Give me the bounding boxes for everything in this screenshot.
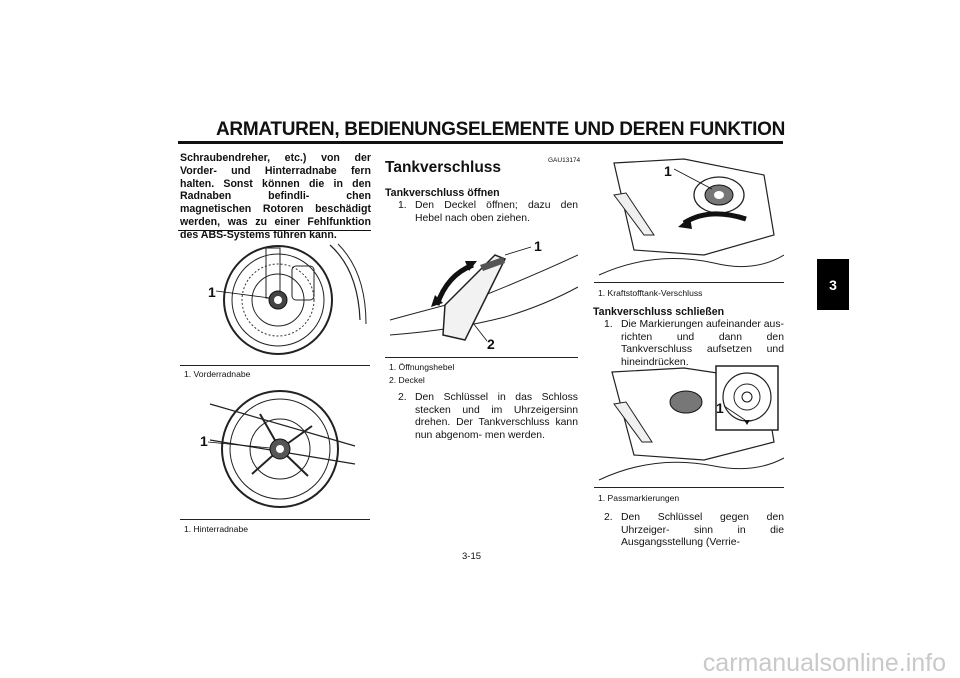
- fuel-tank-cap-figure: [594, 155, 784, 283]
- section-title: Tankverschluss: [385, 159, 502, 176]
- step-item: 2. Den Schlüssel in das Schloss stecken …: [398, 392, 578, 442]
- step-item: 2. Den Schlüssel gegen den Uhrzeiger- si…: [604, 512, 784, 550]
- figure-callout-2: 2: [487, 336, 495, 352]
- figure-caption: 2. Deckel: [389, 375, 425, 385]
- watermark: carmanualsonline.info: [702, 649, 946, 677]
- chapter-tab: 3: [817, 259, 849, 310]
- page-number: 3-15: [462, 551, 482, 562]
- step-text: Den Deckel öffnen; dazu den Hebel nach o…: [415, 200, 578, 224]
- figure-callout-1: 1: [200, 433, 208, 449]
- figure-caption: 1. Passmarkierungen: [598, 493, 680, 503]
- alignment-marks-figure: [594, 362, 784, 488]
- front-wheel-hub-figure: [180, 240, 370, 366]
- step-item: 1. Den Deckel öffnen; dazu den Hebel nac…: [398, 200, 578, 225]
- figure-caption: 1. Hinterradnabe: [184, 524, 249, 534]
- figure-callout-1: 1: [534, 238, 542, 254]
- figure-caption: 1. Öffnungshebel: [389, 362, 455, 372]
- abs-warning-text: Schraubendreher, etc.) von der Vorder- u…: [180, 152, 371, 241]
- rear-wheel-hub-figure: [180, 384, 370, 520]
- step-text: Den Schlüssel in das Schloss stecken und…: [415, 392, 578, 441]
- figure-caption: 1. Vorderradnabe: [184, 369, 251, 379]
- figure-callout-1: 1: [208, 284, 216, 300]
- subheading: Tankverschluss öffnen: [385, 187, 500, 199]
- step-number: 2.: [398, 392, 407, 403]
- figure-caption: 1. Kraftstofftank-Verschluss: [598, 288, 703, 298]
- step-number: 1.: [398, 200, 407, 211]
- header-rule: [178, 141, 783, 144]
- step-text: Den Schlüssel gegen den Uhrzeiger- sinn …: [621, 512, 784, 549]
- page-header-title: ARMATUREN, BEDIENUNGSELEMENTE UND DEREN …: [216, 119, 785, 140]
- warning-rule: [178, 230, 371, 231]
- section-code: GAU13174: [548, 157, 581, 164]
- step-number: 1.: [604, 319, 613, 330]
- figure-callout-1: 1: [664, 163, 672, 179]
- figure-callout-1: 1: [716, 400, 724, 416]
- subheading: Tankverschluss schließen: [593, 306, 725, 318]
- fuel-lid-opening-figure: [385, 235, 578, 358]
- step-number: 2.: [604, 512, 613, 523]
- step-item: 1. Die Markierungen aufeinander aus- ric…: [604, 319, 784, 369]
- step-text: Die Markierungen aufeinander aus- richte…: [621, 319, 784, 368]
